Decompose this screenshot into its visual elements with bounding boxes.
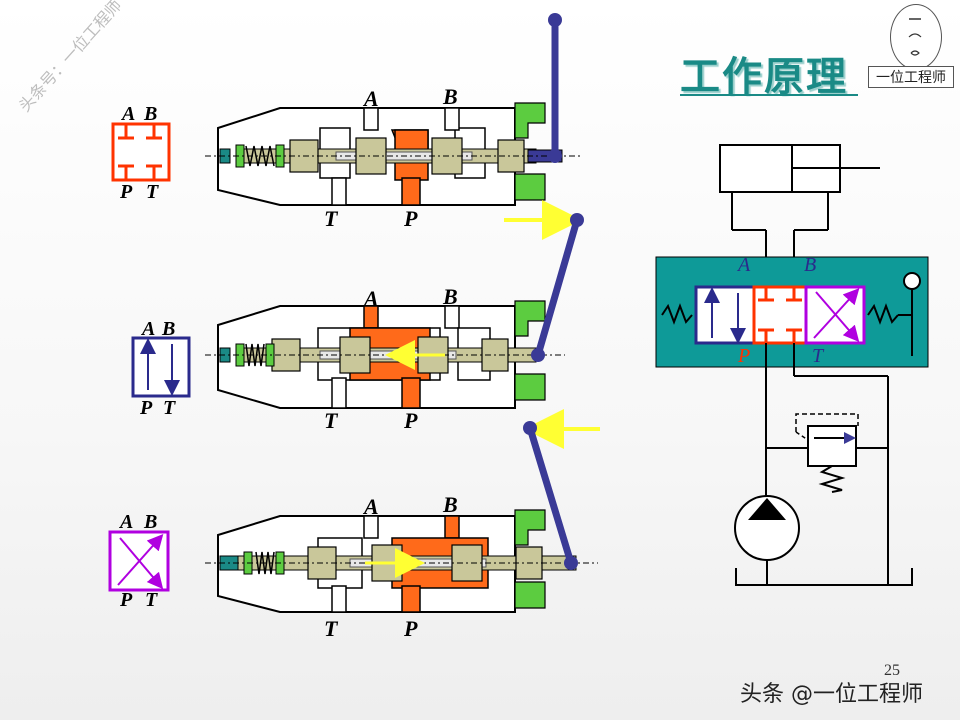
- sym2-a: A: [140, 318, 155, 340]
- circuit-port-p: P: [737, 345, 750, 367]
- row3-port-p: P: [403, 616, 418, 641]
- title-underline: [680, 94, 858, 96]
- logo: 一位工程师: [866, 2, 956, 88]
- logo-emblem: [890, 4, 942, 70]
- hydraulic-circuit: [655, 144, 929, 586]
- row2-port-t: T: [324, 408, 339, 433]
- sym1-a: A: [120, 103, 135, 125]
- row3-port-t: T: [324, 616, 339, 641]
- sym1-p: P: [119, 181, 133, 203]
- row2-port-p: P: [403, 408, 418, 433]
- valve-section-right: [205, 421, 598, 613]
- sym3-t: T: [145, 589, 158, 611]
- symbol-neutral-blocked: [111, 122, 171, 182]
- circuit-port-t: T: [812, 345, 825, 367]
- sym3-p: P: [119, 589, 133, 611]
- symbol-parallel: [131, 336, 191, 398]
- row3-port-b: B: [442, 492, 458, 517]
- circuit-port-a: A: [736, 254, 751, 276]
- sym2-b: B: [161, 318, 175, 340]
- logo-caption: 一位工程师: [868, 66, 954, 88]
- page-title: 工作原理: [680, 54, 848, 100]
- page-number: 25: [884, 662, 900, 679]
- row3-port-a: A: [362, 494, 379, 519]
- row1-port-p: P: [403, 206, 418, 231]
- row2-port-a: A: [362, 286, 379, 311]
- row1-port-t: T: [324, 206, 339, 231]
- valve-section-neutral: [205, 13, 582, 206]
- sym3-b: B: [143, 511, 157, 533]
- sym2-p: P: [139, 397, 153, 419]
- footer-credit: 头条 @一位工程师: [740, 682, 923, 707]
- sym1-t: T: [146, 181, 159, 203]
- circuit-port-b: B: [804, 254, 816, 276]
- row2-port-b: B: [442, 284, 458, 309]
- row1-port-a: A: [362, 86, 379, 111]
- sym3-a: A: [118, 511, 133, 533]
- valve-section-left: [205, 213, 584, 409]
- sym1-b: B: [143, 103, 157, 125]
- sym2-t: T: [163, 397, 176, 419]
- row1-port-b: B: [442, 84, 458, 109]
- symbol-cross: [108, 530, 170, 592]
